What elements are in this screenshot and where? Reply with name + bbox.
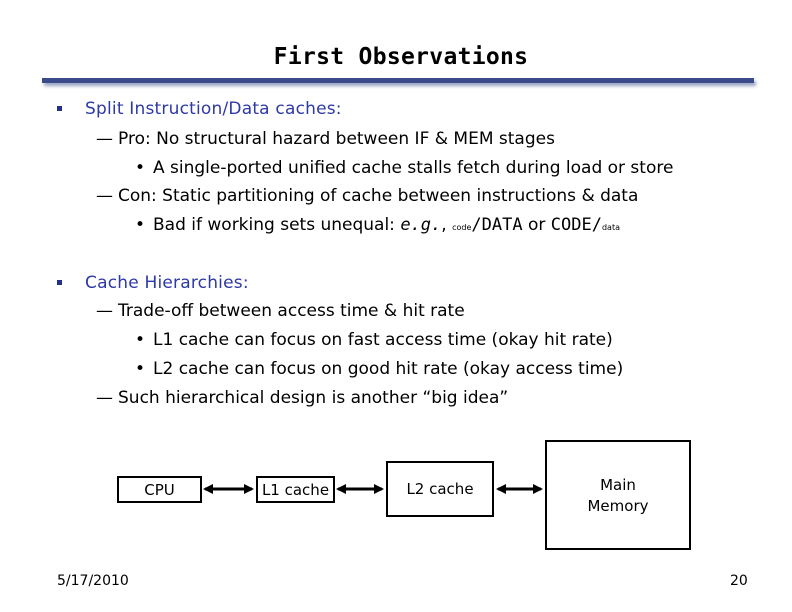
bullet-heading-cache-hierarchies: Cache Hierarchies: (85, 273, 249, 293)
square-bullet-icon (57, 280, 62, 285)
main-memory-label-line1: Main (600, 475, 636, 494)
sub-bullet-pro: —Pro: No structural hazard between IF & … (96, 129, 555, 149)
l2-cache-box: L2 cache (386, 461, 494, 517)
dash-icon: — (96, 301, 113, 321)
dot-icon: • (135, 359, 146, 379)
main-memory-box: Main Memory (545, 440, 691, 550)
cpu-box: CPU (117, 476, 202, 503)
slide-title: First Observations (273, 44, 529, 70)
footer-page-number: 20 (730, 573, 748, 589)
dash-icon: — (96, 388, 113, 408)
dot-icon: • (135, 330, 146, 350)
dot-icon: • (135, 158, 146, 178)
title-underline (42, 78, 754, 83)
l1-cache-box: L1 cache (256, 476, 335, 503)
footer-date: 5/17/2010 (57, 573, 129, 589)
sub-sub-bullet-bad-if: •Bad if working sets unequal: e.g., code… (135, 215, 620, 235)
dot-icon: • (135, 215, 146, 235)
dash-icon: — (96, 186, 113, 206)
sub-bullet-trade-off: —Trade-off between access time & hit rat… (96, 301, 465, 321)
sub-sub-bullet-l2: •L2 cache can focus on good hit rate (ok… (135, 359, 624, 379)
bullet-heading-split-caches: Split Instruction/Data caches: (85, 99, 342, 119)
main-memory-label-line2: Memory (587, 496, 649, 515)
dash-icon: — (96, 129, 113, 149)
sub-bullet-con: —Con: Static partitioning of cache betwe… (96, 186, 639, 206)
sub-sub-bullet-single-ported: •A single-ported unified cache stalls fe… (135, 158, 674, 178)
sub-sub-bullet-l1: •L1 cache can focus on fast access time … (135, 330, 613, 350)
square-bullet-icon (57, 106, 62, 111)
sub-bullet-big-idea: —Such hierarchical design is another “bi… (96, 388, 509, 408)
